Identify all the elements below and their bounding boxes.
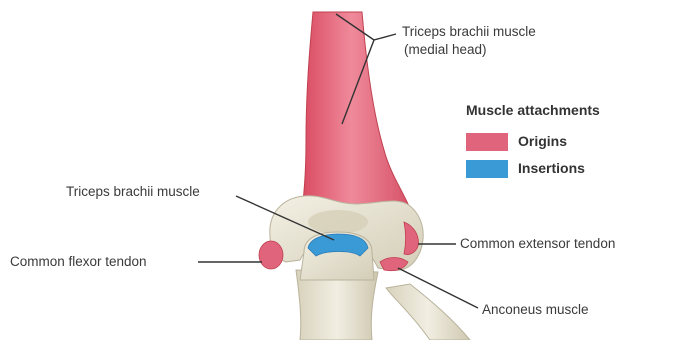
label-triceps-medial-line2: (medial head): [404, 42, 487, 58]
olecranon-fossa: [308, 210, 368, 234]
medial-epicondyle-origin: [259, 241, 283, 269]
legend-swatch-origins: [466, 133, 508, 151]
label-anconeus: Anconeus muscle: [482, 302, 589, 318]
label-triceps-medial-line1: Triceps brachii muscle: [402, 24, 536, 40]
label-triceps-brachii: Triceps brachii muscle: [66, 184, 200, 200]
label-common-extensor: Common extensor tendon: [460, 236, 615, 252]
label-common-flexor: Common flexor tendon: [10, 254, 147, 270]
legend-label-insertions: Insertions: [518, 160, 585, 176]
radius-shaft: [386, 284, 470, 340]
legend-label-origins: Origins: [518, 133, 567, 149]
legend-title: Muscle attachments: [466, 102, 600, 118]
legend-swatch-insertions: [466, 160, 508, 178]
humerus-shaft: [300, 12, 414, 222]
